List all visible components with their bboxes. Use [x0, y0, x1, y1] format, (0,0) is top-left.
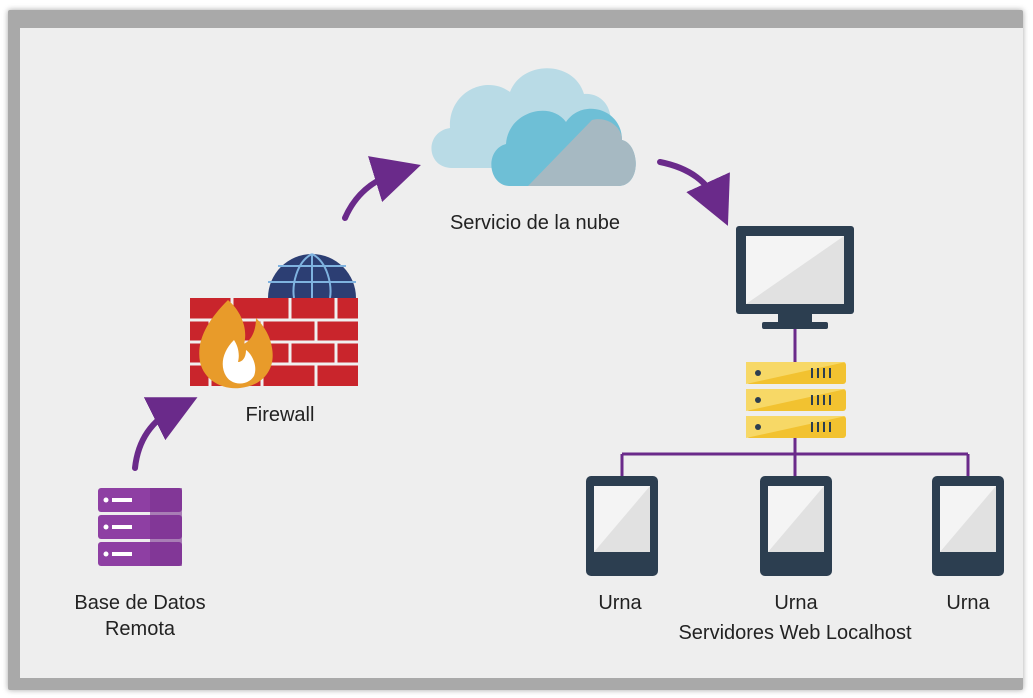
- database-icon: [98, 488, 182, 566]
- urna-icon: [760, 476, 832, 576]
- firewall-icon: [190, 253, 358, 389]
- cloud-label: Servicio de la nube: [449, 212, 621, 234]
- urna-label: Urna: [774, 592, 818, 614]
- arrow-db-to-firewall: [132, 397, 198, 471]
- urna-icon: [932, 476, 1004, 576]
- database-label-line2: Remota: [104, 618, 176, 640]
- firewall-label: Firewall: [245, 404, 315, 426]
- urna-connectors: [620, 438, 970, 478]
- urna-label: Urna: [946, 592, 990, 614]
- database-label-line1: Base de Datos: [74, 592, 206, 614]
- server-rack-icon: [746, 329, 846, 438]
- monitor-icon: [736, 226, 854, 329]
- servers-group-label: Servidores Web Localhost: [678, 622, 912, 644]
- cloud-icon: [431, 68, 636, 186]
- database-label: Base de Datos Remota: [50, 590, 230, 642]
- arrow-firewall-to-cloud: [342, 156, 421, 221]
- arrow-cloud-to-monitor: [657, 159, 730, 226]
- urna-label: Urna: [598, 592, 642, 614]
- urna-icon: [586, 476, 658, 576]
